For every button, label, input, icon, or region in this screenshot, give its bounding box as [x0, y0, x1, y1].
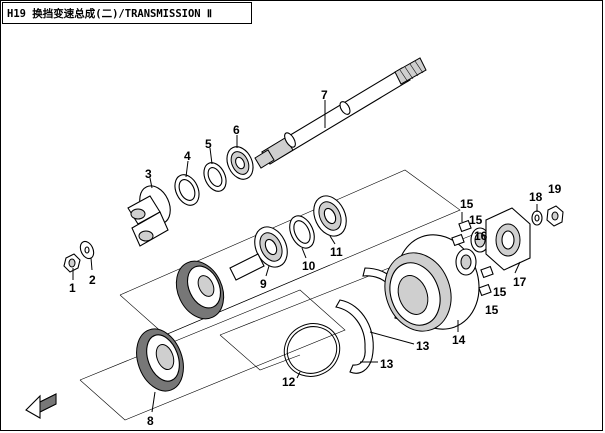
callout-7: 7	[321, 88, 328, 102]
bolts-part-15	[451, 219, 494, 297]
bearing-part-9	[254, 226, 288, 268]
bearing-part-11	[313, 195, 347, 237]
callout-18: 18	[529, 190, 543, 204]
callout-2: 2	[89, 273, 96, 287]
callout-10: 10	[302, 259, 316, 273]
callout-16: 16	[474, 229, 488, 243]
callout-1: 1	[69, 281, 76, 295]
pinion-gear	[175, 253, 265, 320]
leader-lines	[72, 100, 538, 413]
callout-15b: 15	[469, 213, 483, 227]
callout-13b: 13	[380, 357, 394, 371]
ring-gear-part-8	[136, 328, 184, 392]
o-ring-part-12	[283, 323, 341, 377]
washer-part-2	[79, 240, 95, 260]
washer-part-18	[531, 210, 543, 226]
callout-6: 6	[233, 123, 240, 137]
callout-labels: 7 6 5 4 3 1 2 9 10 11 8 12 13 13 14 15 1…	[69, 88, 562, 428]
callout-8: 8	[147, 414, 154, 428]
ring-part-5	[203, 162, 227, 192]
end-cap-part-17	[485, 207, 531, 271]
callout-15d: 15	[485, 303, 499, 317]
callout-17: 17	[513, 275, 527, 289]
callout-14: 14	[452, 333, 466, 347]
ring-part-4	[174, 174, 200, 206]
callout-9: 9	[260, 277, 267, 291]
bearing-part-6	[226, 146, 254, 180]
nut-part-1	[63, 253, 81, 273]
callout-19: 19	[548, 182, 562, 196]
callout-15c: 15	[493, 285, 507, 299]
page-title: H19 换挡变速总成(二)/TRANSMISSION Ⅱ	[7, 7, 213, 20]
yoke-part-3	[127, 185, 171, 247]
ring-part-10	[289, 215, 315, 249]
front-arrow-icon	[25, 393, 57, 419]
title-box: H19 换挡变速总成(二)/TRANSMISSION Ⅱ	[2, 2, 252, 24]
callout-5: 5	[205, 137, 212, 151]
nut-part-19	[546, 205, 564, 227]
callout-15a: 15	[460, 197, 474, 211]
callout-13a: 13	[416, 339, 430, 353]
callout-4: 4	[184, 149, 191, 163]
callout-12: 12	[282, 375, 296, 389]
callout-3: 3	[145, 167, 152, 181]
callout-11: 11	[330, 245, 343, 259]
shaft-part-7	[254, 57, 427, 169]
